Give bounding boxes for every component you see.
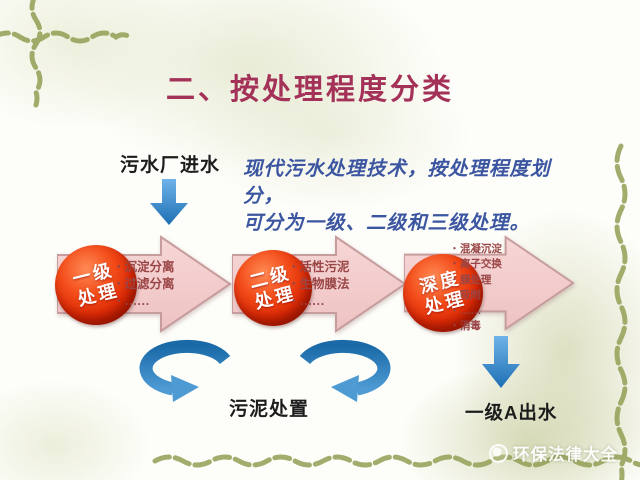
bullet-item: 消毒 — [453, 319, 502, 334]
curved-arrow-left-icon — [139, 339, 231, 402]
bullet-item: 沉淀分离 — [117, 259, 175, 276]
slide-title: 二、按处理程度分类 — [165, 74, 454, 106]
influent-label: 污水厂进水 — [120, 155, 221, 176]
effluent-label: 一级A出水 — [465, 402, 558, 423]
bullet-item: 过滤分离 — [117, 276, 175, 293]
bullet-item: 生物膜法 — [292, 276, 350, 293]
stage-bullet-list-secondary: 活性污泥 生物膜法 …… — [292, 259, 350, 310]
watermark-text: 环保法律大全 — [513, 446, 618, 464]
bullet-item: 离子交换 — [453, 257, 502, 272]
description-line: 可分为一级、二级和三级处理。 — [243, 213, 531, 234]
sludge-disposal-label: 污泥处置 — [229, 399, 310, 420]
bullet-item: 吸附 — [453, 288, 502, 303]
bullet-item: 膜处理 — [453, 273, 502, 288]
stage-bullet-list-advanced: 混凝沉淀 离子交换 膜处理 吸附 …… 消毒 — [453, 242, 502, 334]
bullet-item: …… — [117, 293, 175, 310]
bullet-item: …… — [453, 304, 502, 319]
watermark-logo-icon — [489, 443, 508, 463]
bullet-item: 活性污泥 — [292, 259, 350, 276]
down-arrow-icon — [482, 336, 520, 388]
description-line: 现代污水处理技术，按处理程度划分， — [243, 159, 551, 207]
background-leaf-texture — [0, 380, 150, 480]
background-leaf-texture — [0, 0, 190, 130]
bullet-item: 混凝沉淀 — [453, 242, 502, 257]
description-text: 现代污水处理技术，按处理程度划分， 可分为一级、二级和三级处理。 — [243, 156, 573, 237]
watermark: 环保法律大全 — [489, 441, 618, 465]
stage-bullet-list-primary: 沉淀分离 过滤分离 …… — [117, 259, 175, 310]
curved-arrow-right-icon — [299, 339, 391, 402]
bullet-item: …… — [292, 293, 350, 310]
down-arrow-icon — [150, 179, 188, 225]
